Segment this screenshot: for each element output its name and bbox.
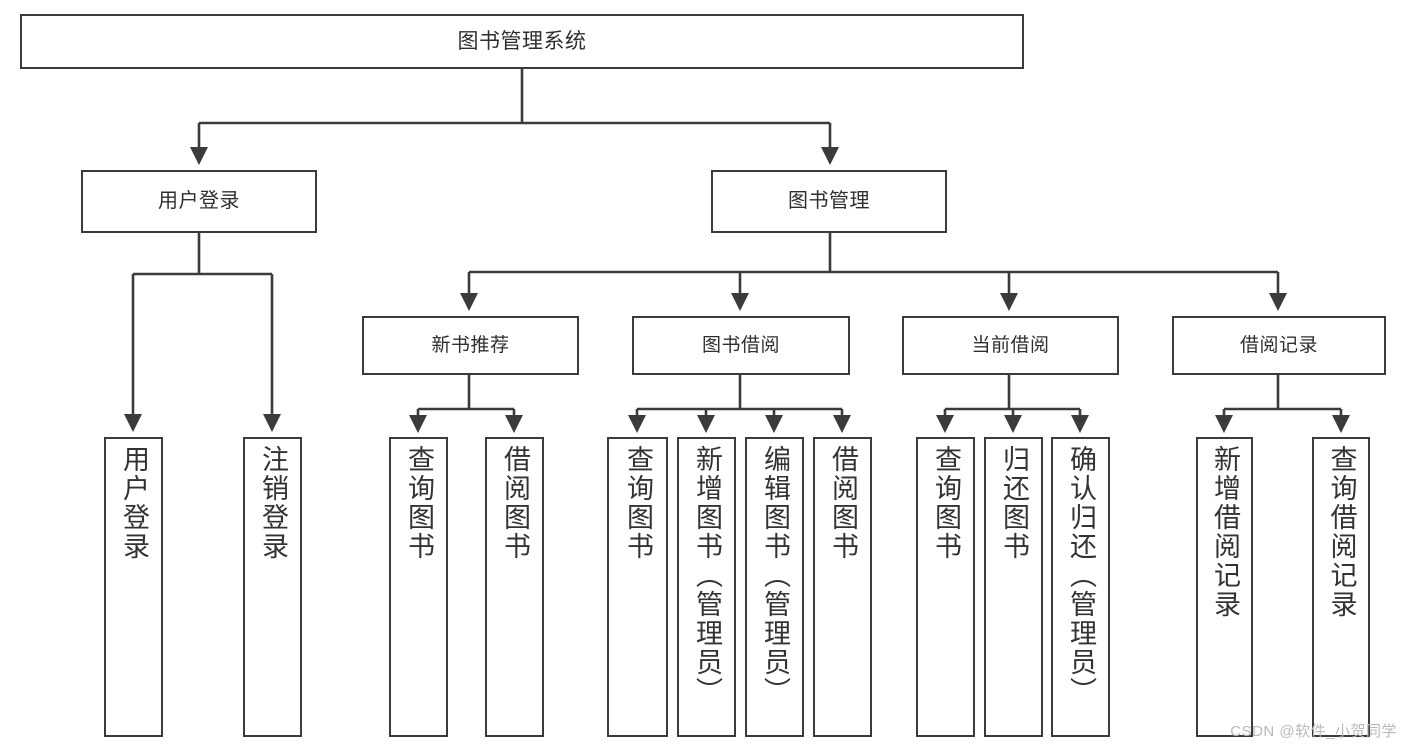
node-book-management-label: 图书管理 [788, 190, 870, 213]
watermark: CSDN @软件_小贺同学 [1230, 723, 1397, 740]
node-leaf-query-book-2-label: 查询图书 [623, 445, 653, 561]
node-user-login-label: 用户登录 [158, 190, 240, 213]
node-leaf-query-book-3-label: 查询图书 [931, 445, 961, 561]
node-leaf-user-login-label: 用户登录 [119, 445, 149, 561]
node-book-borrowing[interactable]: 图书借阅 [632, 316, 850, 375]
node-leaf-query-loan-record[interactable]: 查询借阅记录 [1312, 437, 1370, 737]
node-leaf-borrow-book-1[interactable]: 借阅图书 [485, 437, 544, 737]
node-new-book-recommendation[interactable]: 新书推荐 [362, 316, 579, 375]
node-root-system[interactable]: 图书管理系统 [20, 14, 1024, 69]
node-leaf-add-book[interactable]: 新增图书（管理员） [677, 437, 736, 737]
node-leaf-query-book-1-label: 查询图书 [404, 445, 434, 561]
node-leaf-borrow-book-2[interactable]: 借阅图书 [813, 437, 872, 737]
node-leaf-confirm-return-label: 确认归还（管理员） [1066, 445, 1096, 706]
node-leaf-return-book[interactable]: 归还图书 [984, 437, 1043, 737]
node-leaf-query-book-1[interactable]: 查询图书 [389, 437, 448, 737]
node-leaf-return-book-label: 归还图书 [999, 445, 1029, 561]
node-current-loans[interactable]: 当前借阅 [902, 316, 1119, 375]
node-book-borrowing-label: 图书借阅 [701, 334, 780, 356]
node-book-management[interactable]: 图书管理 [711, 170, 947, 233]
node-leaf-edit-book-label: 编辑图书（管理员） [760, 445, 790, 706]
node-new-book-recommendation-label: 新书推荐 [431, 334, 510, 356]
node-root-label: 图书管理系统 [457, 29, 587, 53]
node-leaf-user-logout[interactable]: 注销登录 [243, 437, 302, 737]
node-loan-records[interactable]: 借阅记录 [1172, 316, 1386, 375]
node-leaf-borrow-book-2-label: 借阅图书 [828, 445, 858, 561]
node-leaf-edit-book[interactable]: 编辑图书（管理员） [745, 437, 804, 737]
node-loan-records-label: 借阅记录 [1239, 334, 1318, 356]
node-leaf-query-book-3[interactable]: 查询图书 [916, 437, 975, 737]
node-leaf-query-book-2[interactable]: 查询图书 [607, 437, 668, 737]
node-leaf-confirm-return[interactable]: 确认归还（管理员） [1051, 437, 1110, 737]
node-leaf-user-logout-label: 注销登录 [258, 445, 288, 561]
node-leaf-query-loan-record-label: 查询借阅记录 [1326, 445, 1357, 619]
node-leaf-add-loan-record[interactable]: 新增借阅记录 [1196, 437, 1253, 737]
node-current-loans-label: 当前借阅 [971, 334, 1050, 356]
node-user-login[interactable]: 用户登录 [81, 170, 317, 233]
node-leaf-borrow-book-1-label: 借阅图书 [500, 445, 530, 561]
node-leaf-user-login[interactable]: 用户登录 [104, 437, 163, 737]
node-leaf-add-loan-record-label: 新增借阅记录 [1210, 445, 1240, 619]
node-leaf-add-book-label: 新增图书（管理员） [692, 445, 722, 706]
